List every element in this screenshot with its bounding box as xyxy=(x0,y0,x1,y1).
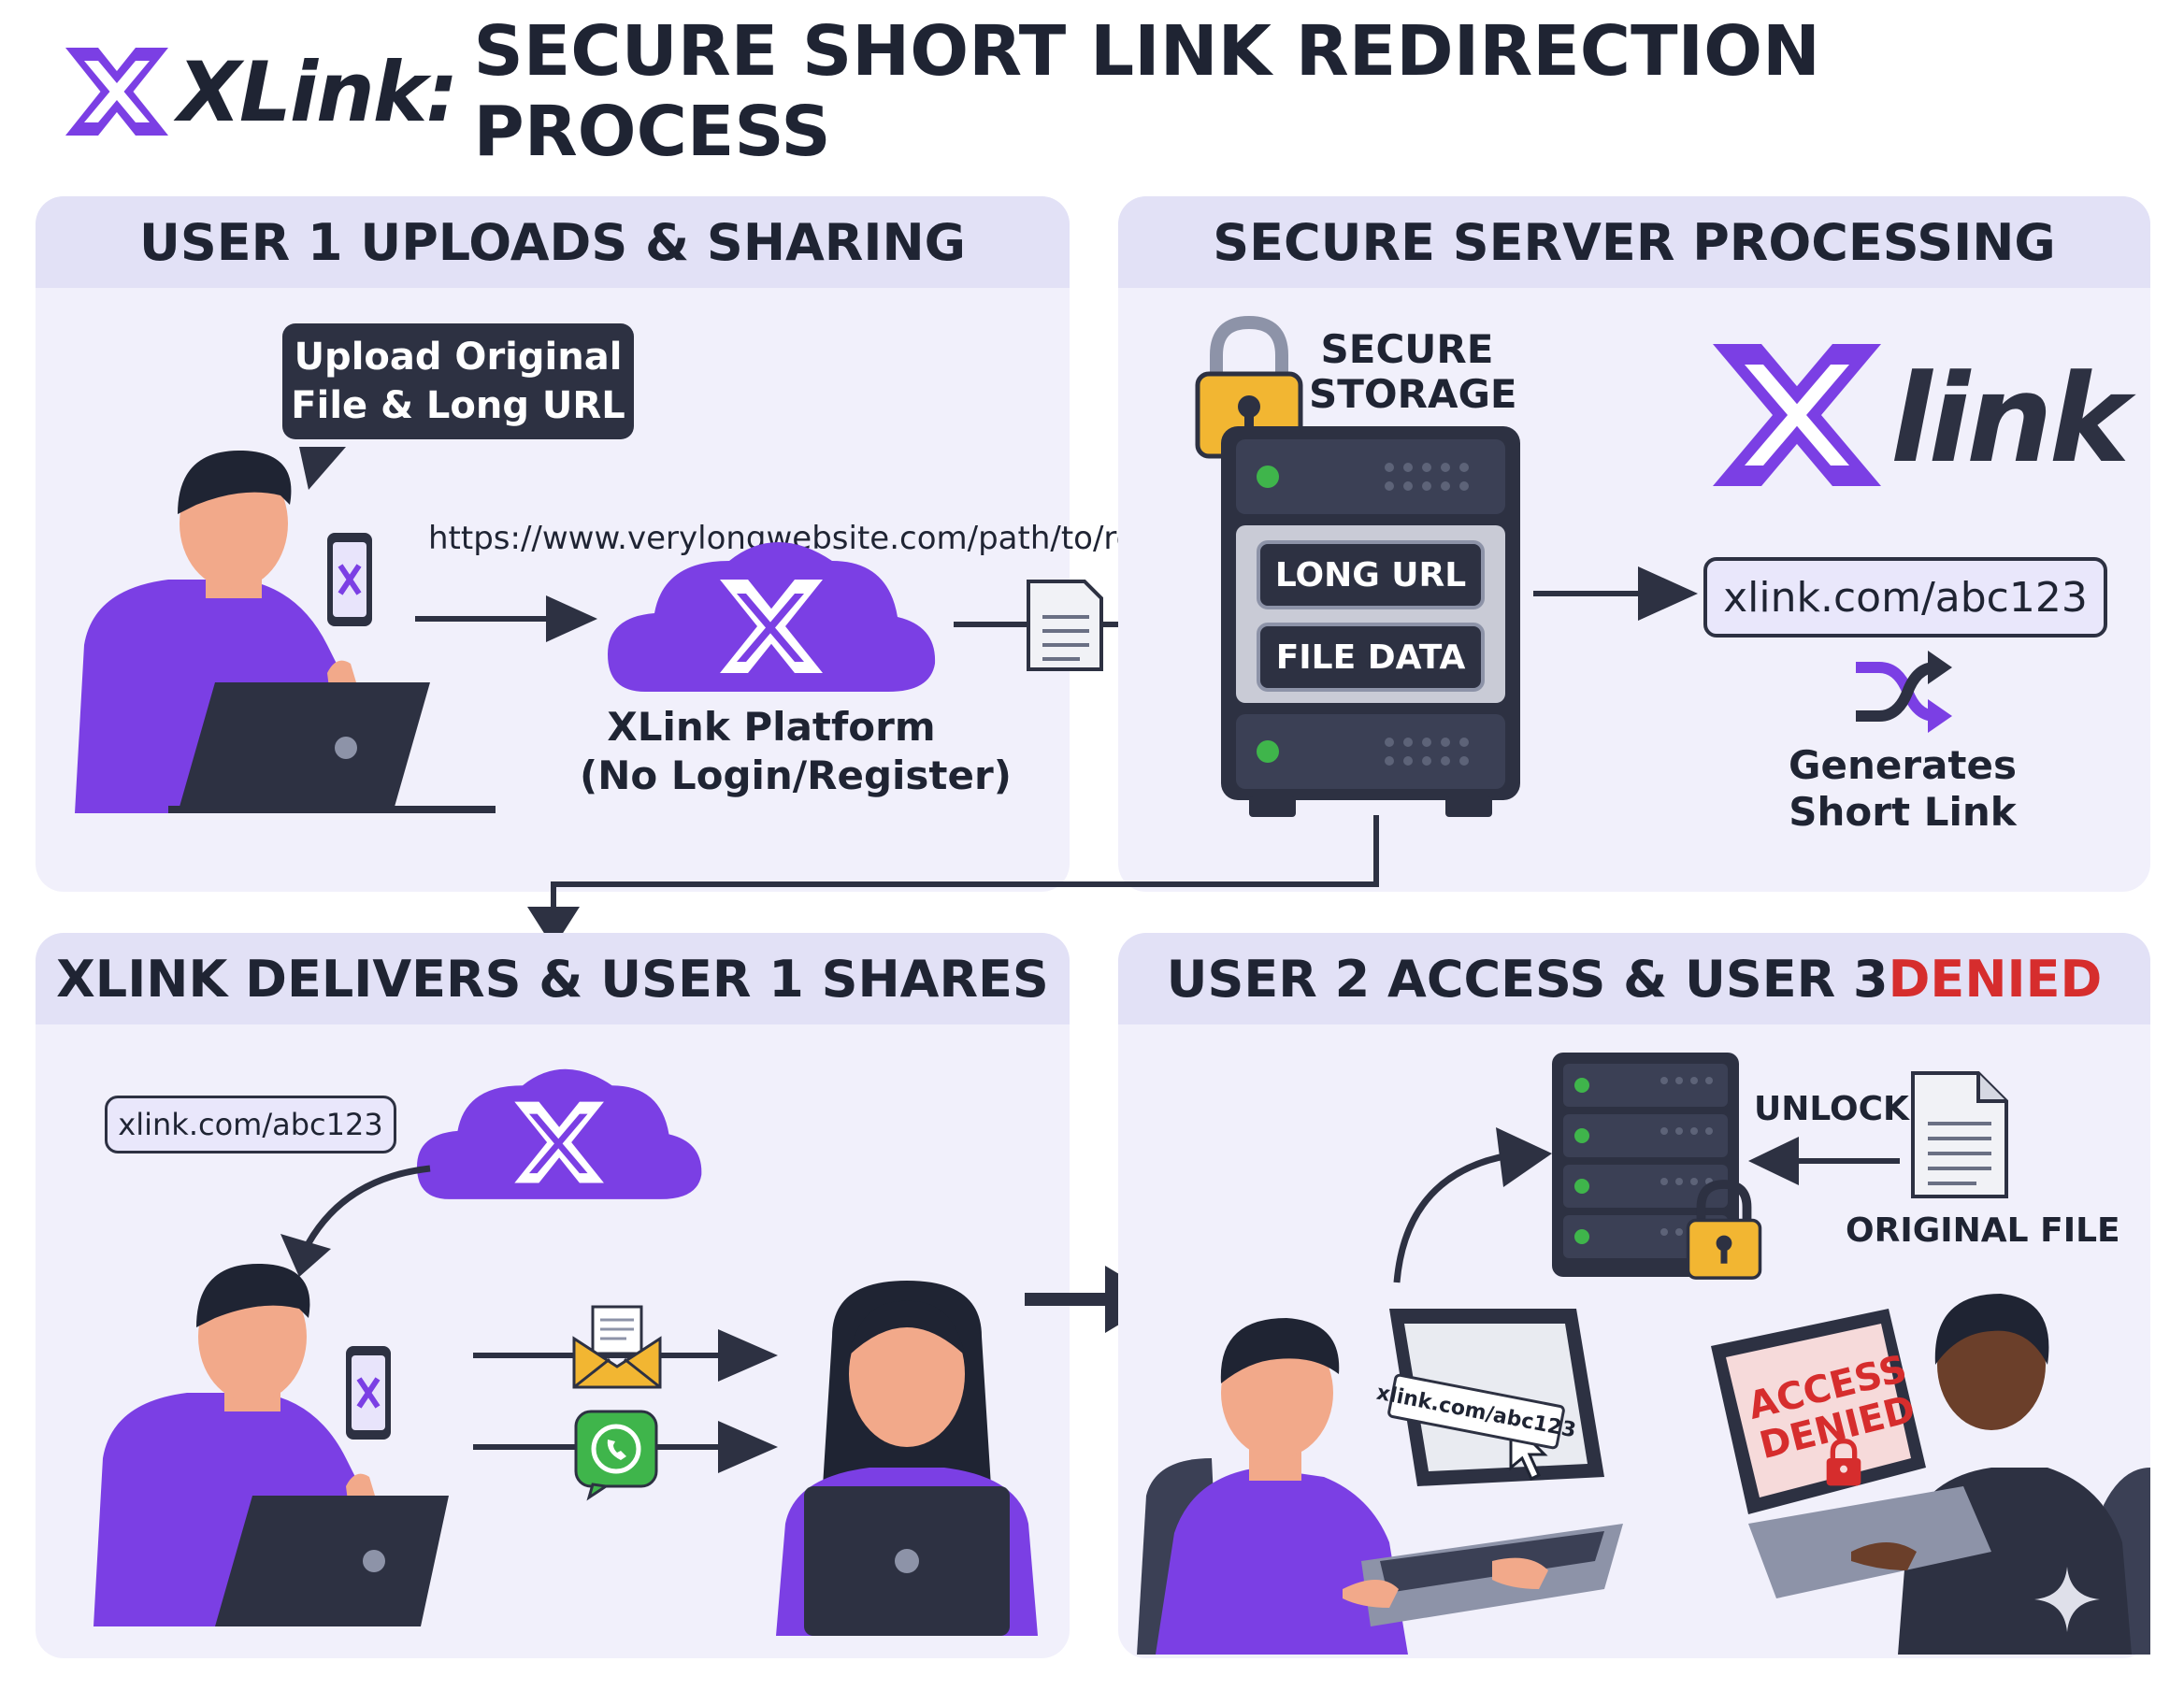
envelope-icon xyxy=(572,1305,662,1389)
panel-heading: XLINK DELIVERS & USER 1 SHARES xyxy=(36,933,1070,1024)
platform-line-2: (No Login/Register) xyxy=(580,752,1012,798)
padlock-icon xyxy=(1686,1180,1762,1280)
unlock-label: UNLOCK xyxy=(1754,1090,1909,1128)
document-icon xyxy=(1911,1071,2008,1198)
short-link-pill[interactable]: xlink.com/abc123 xyxy=(105,1096,396,1153)
whatsapp-icon xyxy=(574,1410,658,1501)
slot-long-url: LONG URL xyxy=(1257,540,1485,609)
bubble-line-2: File & Long URL xyxy=(291,384,625,427)
xlink-cloud-icon xyxy=(417,1068,702,1199)
unlock-arrow xyxy=(1748,1137,1900,1185)
bubble-line-1: Upload Original xyxy=(294,336,623,379)
original-file-label: ORIGINAL FILE xyxy=(1846,1211,2120,1250)
platform-label: XLink Platform (No Login/Register) xyxy=(580,703,1012,800)
secure-storage-label: SECURE STORAGE xyxy=(1309,326,1517,417)
heading-denied: DENIED xyxy=(1888,949,2103,1009)
generates-line-1: Generates xyxy=(1789,742,2017,788)
curved-arrow xyxy=(280,1165,431,1277)
panel-heading: USER 1 UPLOADS & SHARING xyxy=(36,196,1070,288)
panel-heading: USER 2 ACCESS & USER 3 DENIED xyxy=(1118,933,2150,1024)
panel-heading: SECURE SERVER PROCESSING xyxy=(1118,196,2150,288)
user-recipient-figure xyxy=(776,1281,1038,1636)
xlink-logo-icon xyxy=(65,48,168,136)
slot-file-data: FILE DATA xyxy=(1257,623,1485,692)
storage-line-1: SECURE xyxy=(1320,326,1494,372)
connector-arrow xyxy=(527,815,1379,948)
heading-text: USER 2 ACCESS & USER 3 xyxy=(1166,949,1889,1009)
arrow-to-cloud xyxy=(415,595,597,642)
user1-sharing-figure xyxy=(93,1263,449,1626)
brand-name: XLink: xyxy=(178,43,458,140)
user2-figure xyxy=(1137,1309,1623,1655)
storage-line-2: STORAGE xyxy=(1309,371,1517,417)
bubble-tail xyxy=(299,447,346,490)
arrow-to-short-link xyxy=(1533,566,1698,621)
shuffle-icon xyxy=(1856,651,1952,733)
curved-up-arrow xyxy=(1393,1127,1552,1283)
upload-speech-bubble: Upload Original File & Long URL xyxy=(282,323,634,439)
generates-label: Generates Short Link xyxy=(1758,742,2048,836)
xlink-logo-icon-large xyxy=(1713,344,1881,486)
long-url-text: https://www.verylongwebsite.com/path/to/… xyxy=(428,520,1242,557)
logo-text: link xyxy=(1890,348,2130,490)
sparkle-icon xyxy=(2034,1567,2100,1632)
short-link-box[interactable]: xlink.com/abc123 xyxy=(1703,557,2107,638)
red-padlock-icon xyxy=(1826,1438,1861,1486)
platform-line-1: XLink Platform xyxy=(607,704,936,750)
page-title: XLink: SECURE SHORT LINK REDIRECTION PRO… xyxy=(56,11,2184,172)
user1-figure xyxy=(75,450,496,813)
xlink-cloud-icon xyxy=(608,542,936,692)
generates-line-2: Short Link xyxy=(1789,789,2017,835)
title-text: SECURE SHORT LINK REDIRECTION PROCESS xyxy=(473,11,1820,172)
